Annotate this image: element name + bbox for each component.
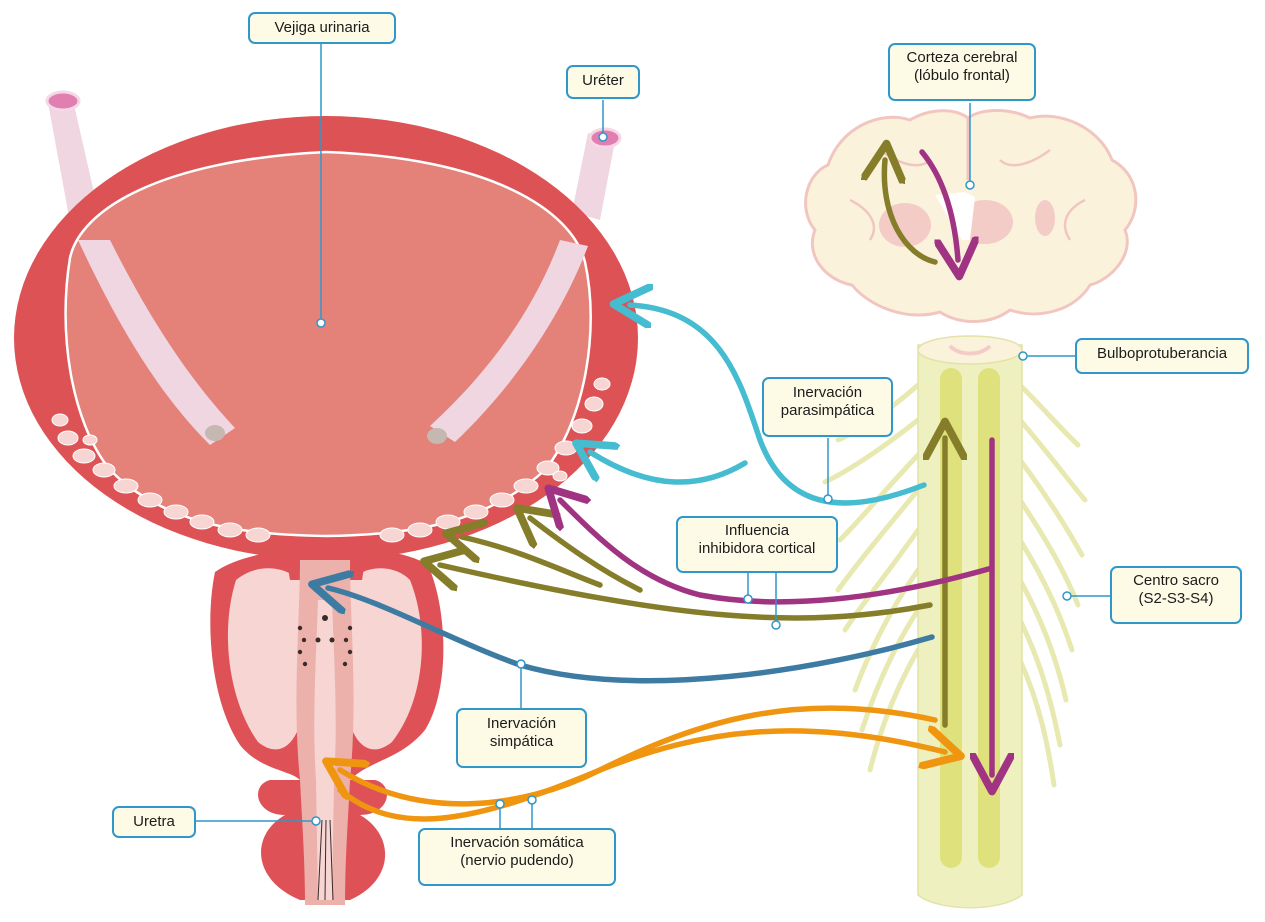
- brain-basal-ganglia-right: [1035, 200, 1055, 236]
- urethra-lumen: [314, 600, 335, 900]
- label-cortical-inhibitory: Influencia inhibidora cortical: [676, 516, 838, 573]
- label-bladder: Vejiga urinaria: [248, 12, 396, 44]
- right-ureteric-orifice: [427, 428, 447, 444]
- label-sacral-center-line2: (S2-S3-S4): [1122, 590, 1230, 608]
- spinal-cord-top: [918, 336, 1022, 364]
- label-urethra: Uretra: [112, 806, 196, 838]
- bladder-illustration: [14, 92, 638, 905]
- label-somatic-line1: Inervación somática: [430, 834, 604, 852]
- label-parasympathetic-line1: Inervación: [774, 384, 881, 402]
- label-sympathetic: Inervación simpática: [456, 708, 587, 768]
- parasympathetic-arrow-lower: [590, 452, 745, 482]
- label-ureter-text: Uréter: [578, 72, 628, 90]
- label-sympathetic-line1: Inervación: [468, 715, 575, 733]
- label-bladder-text: Vejiga urinaria: [260, 19, 384, 37]
- cortical-arrow-to-bladder-mid: [462, 537, 600, 585]
- left-ureteric-orifice: [205, 425, 225, 441]
- spinal-tract-right: [978, 368, 1000, 868]
- label-cortical-inhibitory-line1: Influencia: [688, 522, 826, 540]
- label-parasympathetic: Inervación parasimpática: [762, 377, 893, 437]
- label-sacral-center-line1: Centro sacro: [1122, 572, 1230, 590]
- label-cerebral-cortex-line2: (lóbulo frontal): [900, 67, 1024, 85]
- label-cortical-inhibitory-line2: inhibidora cortical: [688, 540, 826, 558]
- spinal-cord-body: [918, 345, 1022, 908]
- label-sacral-center: Centro sacro (S2-S3-S4): [1110, 566, 1242, 624]
- somatic-arrow-afferent: [340, 731, 945, 819]
- label-cerebral-cortex: Corteza cerebral (lóbulo frontal): [888, 43, 1036, 101]
- label-somatic-line2: (nervio pudendo): [430, 852, 604, 870]
- label-ureter: Uréter: [566, 65, 640, 99]
- label-pons: Bulboprotuberancia: [1075, 338, 1249, 374]
- label-urethra-text: Uretra: [124, 813, 184, 831]
- label-somatic: Inervación somática (nervio pudendo): [418, 828, 616, 886]
- somatic-pathway: [340, 708, 945, 819]
- left-ureter-opening: [47, 92, 79, 110]
- label-cerebral-cortex-line1: Corteza cerebral: [900, 49, 1024, 67]
- label-sympathetic-line2: simpática: [468, 733, 575, 751]
- label-pons-text: Bulboprotuberancia: [1087, 345, 1237, 363]
- label-parasympathetic-line2: parasimpática: [774, 402, 881, 420]
